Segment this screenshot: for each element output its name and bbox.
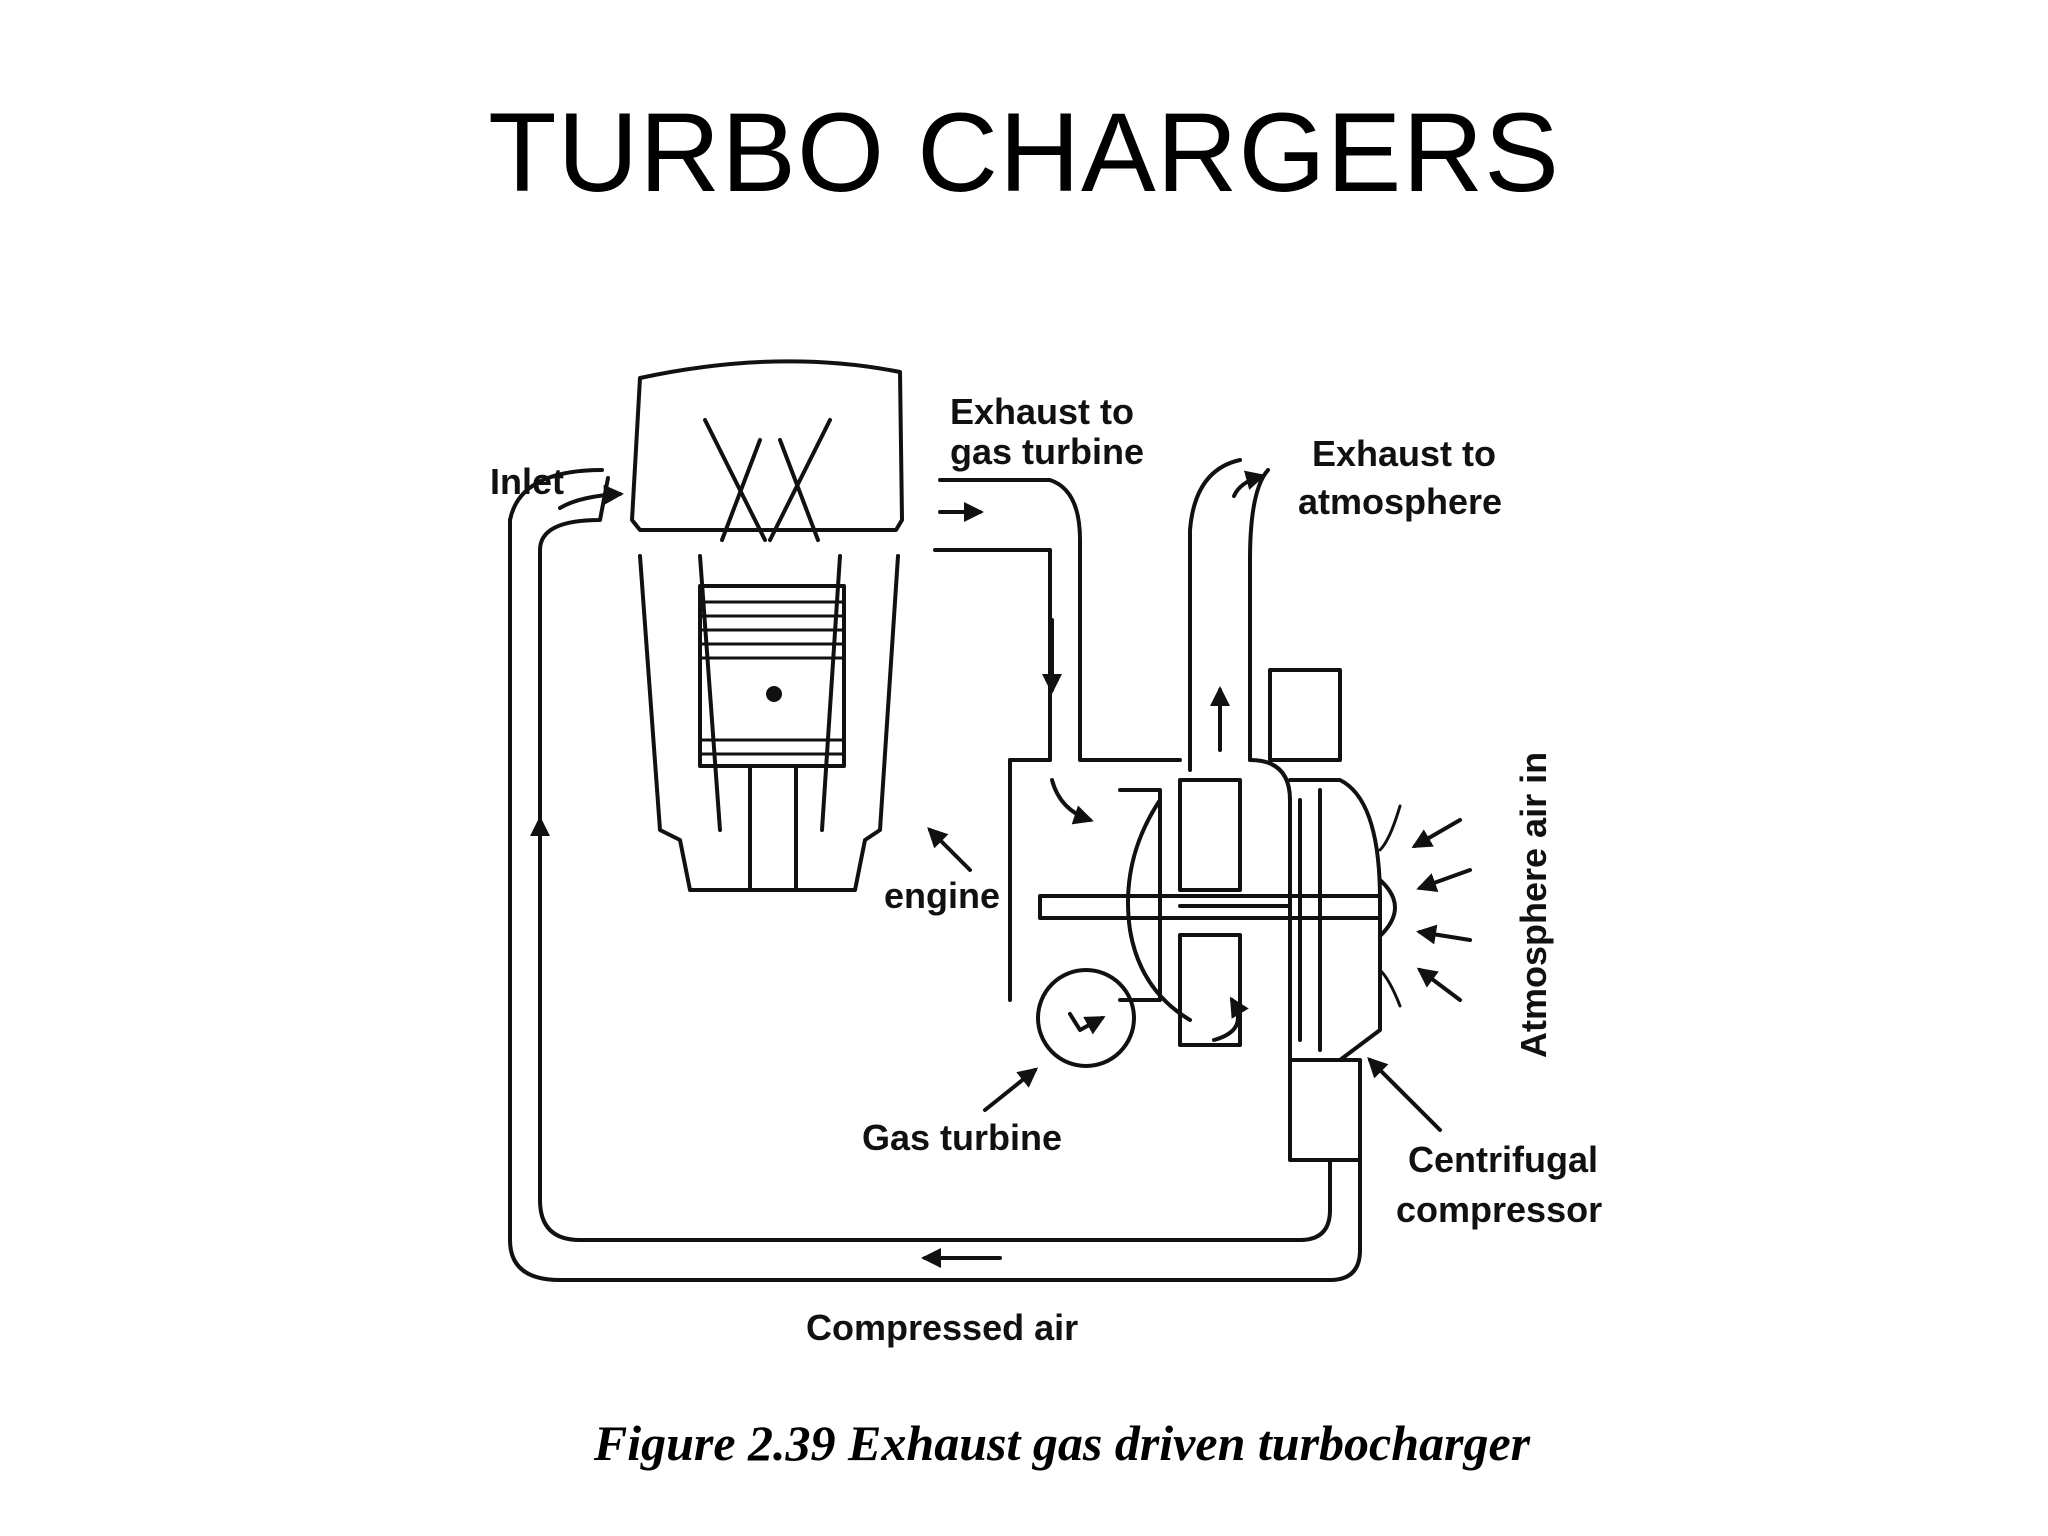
- engine-block: [630, 359, 904, 892]
- flow-arrows: [530, 470, 1472, 1268]
- compressed-air-label: Compressed air: [806, 1307, 1078, 1348]
- figure-caption: Figure 2.39 Exhaust gas driven turbochar…: [593, 1415, 1531, 1471]
- exhaust-outlet-pipe: [1188, 458, 1270, 772]
- turbocharger-body: [1038, 668, 1397, 1162]
- slide-title: TURBO CHARGERS: [488, 90, 1560, 215]
- exhaust-pipe: [933, 478, 1182, 1002]
- exhaust-to-gas-turbine-label-line1: Exhaust to: [950, 391, 1134, 432]
- exhaust-to-atmosphere-label-line1: Exhaust to: [1312, 433, 1496, 474]
- gas-turbine-label: Gas turbine: [862, 1117, 1062, 1158]
- exhaust-to-gas-turbine-label-line2: gas turbine: [950, 431, 1144, 472]
- gas-turbine: [1036, 968, 1249, 1068]
- centrifugal-compressor-label-line1: Centrifugal: [1408, 1139, 1598, 1180]
- engine-label: engine: [884, 875, 1000, 916]
- centrifugal-compressor-label-line2: compressor: [1396, 1189, 1602, 1230]
- exhaust-to-atmosphere-label-line2: atmosphere: [1298, 481, 1502, 522]
- atmosphere-air-in-label: Atmosphere air in: [1513, 752, 1554, 1058]
- inlet-label: Inlet: [490, 461, 564, 502]
- compressed-air-pipe: [508, 468, 1362, 1282]
